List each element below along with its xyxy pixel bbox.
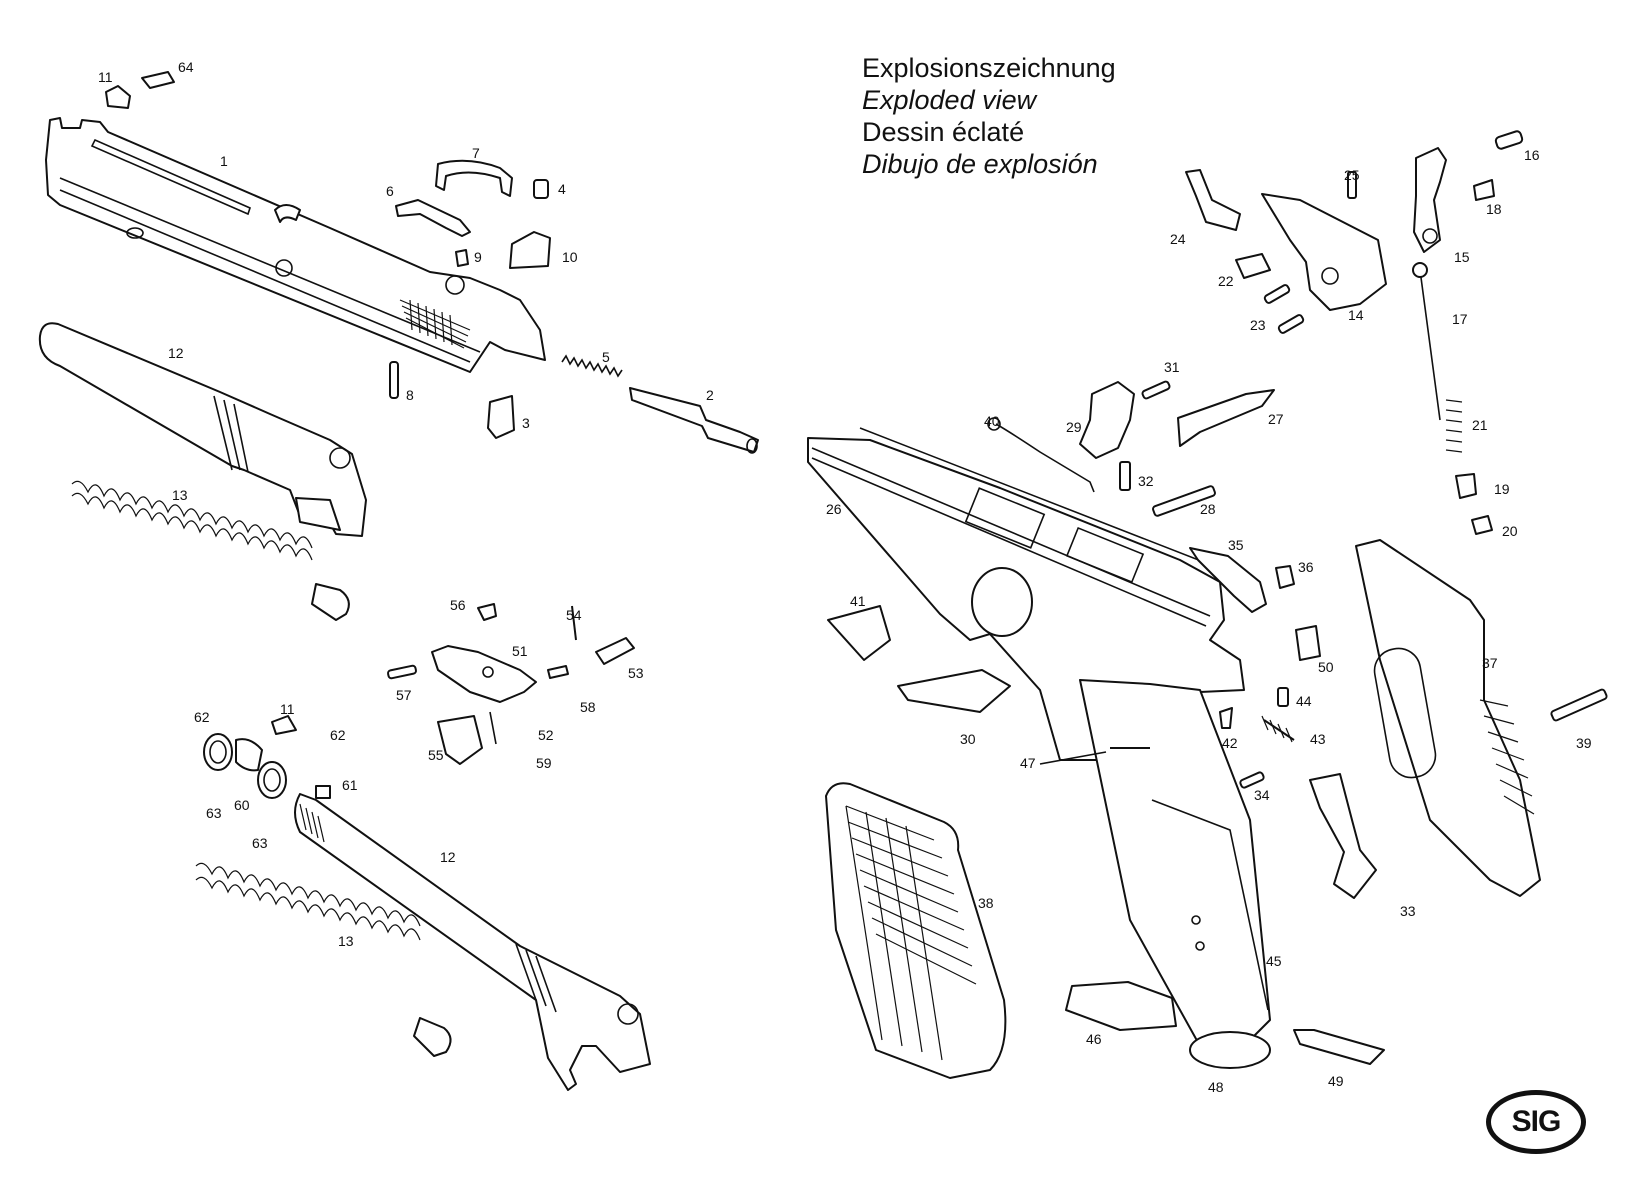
part-label-46: 46 (1086, 1031, 1102, 1047)
part-label-41: 41 (850, 593, 866, 609)
part-label-39: 39 (1576, 735, 1592, 751)
title-french: Dessin éclaté (862, 117, 1025, 147)
part-label-28: 28 (1200, 501, 1216, 517)
part-label-24: 24 (1170, 231, 1186, 247)
part-label-50: 50 (1318, 659, 1334, 675)
barrel-upper (38, 322, 367, 537)
part-label-62b: 62 (330, 727, 346, 743)
part-label-56: 56 (450, 597, 466, 613)
part-label-37: 37 (1482, 655, 1498, 671)
part-label-63b: 63 (252, 835, 268, 851)
part-label-2: 2 (706, 387, 714, 403)
part-label-54: 54 (566, 607, 582, 623)
frame-part (807, 427, 1245, 761)
part-label-7: 7 (472, 145, 480, 161)
part-label-1: 1 (220, 153, 228, 169)
part-label-42: 42 (1222, 735, 1238, 751)
recoil-spring-and-rod (561, 354, 759, 454)
part-label-11a: 11 (98, 69, 113, 85)
right-grip-part (1355, 539, 1541, 897)
sig-logo-text: SIG (1511, 1105, 1562, 1138)
part-label-17: 17 (1452, 311, 1468, 327)
part-label-6: 6 (386, 183, 394, 199)
part-label-5: 5 (602, 349, 610, 365)
barrel-lower (294, 793, 651, 1091)
part-label-29: 29 (1066, 419, 1082, 435)
title-spanish: Dibujo de explosión (862, 149, 1098, 179)
part-label-20: 20 (1502, 523, 1518, 539)
part-label-23: 23 (1250, 317, 1266, 333)
part-label-25: 25 (1344, 167, 1360, 183)
magazine-part (1065, 679, 1385, 1069)
part-label-12a: 12 (168, 345, 184, 361)
part-label-53: 53 (628, 665, 644, 681)
part-label-38: 38 (978, 895, 994, 911)
part-label-44: 44 (1296, 693, 1312, 709)
part-label-13b: 13 (338, 933, 354, 949)
part-label-15: 15 (1454, 249, 1470, 265)
part-label-52: 52 (538, 727, 554, 743)
part-label-55: 55 (428, 747, 444, 763)
part-label-40: 40 (984, 413, 1000, 429)
barrel-spring-lower (195, 862, 452, 1057)
part-label-11b: 11 (280, 701, 295, 717)
part-label-35: 35 (1228, 537, 1244, 553)
slide-part (45, 117, 546, 373)
part-label-30: 30 (960, 731, 976, 747)
part-label-61: 61 (342, 777, 358, 793)
title-english: Exploded view (862, 85, 1037, 115)
part-label-47: 47 (1020, 755, 1036, 771)
part-label-31: 31 (1164, 359, 1180, 375)
part-label-58: 58 (580, 699, 596, 715)
part-label-3: 3 (522, 415, 530, 431)
part-label-60: 60 (234, 797, 250, 813)
part-label-22: 22 (1218, 273, 1234, 289)
part-label-57: 57 (396, 687, 412, 703)
left-grip-part (825, 782, 1007, 1079)
part-label-33: 33 (1400, 903, 1416, 919)
part-label-51: 51 (512, 643, 528, 659)
part-label-19: 19 (1494, 481, 1510, 497)
part-label-27: 27 (1268, 411, 1284, 427)
part-label-10: 10 (562, 249, 578, 265)
part-label-45: 45 (1266, 953, 1282, 969)
part-label-36: 36 (1298, 559, 1314, 575)
rear-sight-part (105, 71, 175, 109)
part-label-9: 9 (474, 249, 482, 265)
part-label-4: 4 (558, 181, 566, 197)
part-label-64: 64 (178, 59, 194, 75)
part-label-21: 21 (1472, 417, 1488, 433)
part-label-59: 59 (536, 755, 552, 771)
part-label-14: 14 (1348, 307, 1364, 323)
part-label-12b: 12 (440, 849, 456, 865)
barrel-rings-parts (203, 715, 331, 799)
barrel-spring-upper (71, 480, 350, 621)
small-slide-parts (389, 159, 551, 439)
sig-logo: SIG (1486, 1090, 1586, 1154)
title-block: Explosionszeichnung Exploded view Dessin… (862, 52, 1116, 180)
part-label-62a: 62 (194, 709, 210, 725)
title-german: Explosionszeichnung (862, 53, 1116, 83)
trigger-group-parts (387, 603, 635, 765)
part-label-8: 8 (406, 387, 414, 403)
part-label-18: 18 (1486, 201, 1502, 217)
part-label-63a: 63 (206, 805, 222, 821)
part-label-34: 34 (1254, 787, 1270, 803)
part-label-43: 43 (1310, 731, 1326, 747)
part-label-13a: 13 (172, 487, 188, 503)
part-label-49: 49 (1328, 1073, 1344, 1089)
part-labels: 1 2 3 4 5 6 7 8 9 10 11 11 12 12 13 13 1… (98, 59, 1592, 1095)
part-label-16: 16 (1524, 147, 1540, 163)
part-label-32: 32 (1138, 473, 1154, 489)
part-label-26: 26 (826, 501, 842, 517)
part-label-48: 48 (1208, 1079, 1224, 1095)
frame-small-parts (827, 380, 1608, 899)
hammer-group-parts (1185, 130, 1524, 535)
